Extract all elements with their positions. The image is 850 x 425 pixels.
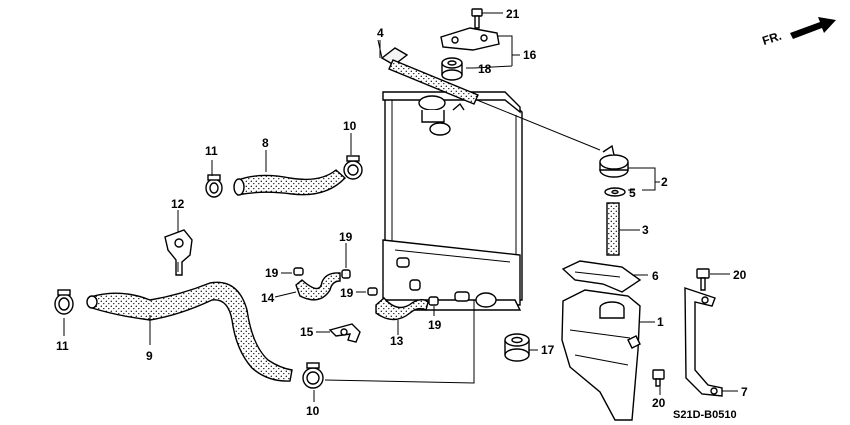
direction-label: FR. [761,29,784,48]
callout-15: 15 [300,325,314,339]
hose-stay [164,229,193,276]
callout-11-lower: 11 [56,339,69,353]
hose-clamp-10-upper [343,155,363,180]
callout-13: 13 [390,334,404,348]
hose-clamp-11-upper [205,174,223,198]
callout-4: 4 [377,26,384,40]
callout-1: 1 [657,315,664,329]
callout-10-upper: 10 [343,119,357,133]
callout-19-d: 19 [428,318,442,332]
clip-19a [293,267,304,276]
overflow-tube [377,39,601,151]
support-stay [684,287,723,397]
hose-clamp-10-lower [302,362,324,389]
callout-7: 7 [741,385,748,399]
clip-19d [428,296,439,306]
callout-20-lower: 20 [652,396,666,410]
callout-numbers: 1 2 3 4 5 6 7 8 9 10 10 11 11 12 13 14 1… [56,7,748,418]
callout-12: 12 [171,197,185,211]
reservoir-tank [561,289,641,421]
atf-hose-13 [375,297,429,321]
callout-14: 14 [261,291,275,305]
clip-19c [367,287,378,296]
atf-hose-14 [295,272,341,301]
callout-19-a: 19 [265,266,279,280]
hose-clip-15 [328,323,361,343]
callout-17: 17 [541,343,555,357]
lower-hose [86,281,293,382]
leader-lines [63,12,738,402]
radiator-outlet-pipes [396,257,497,308]
bolt-20-lower [652,369,665,387]
callout-3: 3 [642,223,649,237]
upper-hose [233,169,347,196]
bolt-20-upper [696,268,710,291]
leader-lower-hose [324,300,475,384]
callout-8: 8 [262,136,269,150]
hose-clamp-11-lower [54,289,74,315]
callout-11-upper: 11 [205,144,218,158]
callout-19-c: 19 [340,286,354,300]
washer-5 [604,187,626,197]
upper-bracket [440,27,500,51]
rubber-mount-17 [504,333,530,362]
callout-21: 21 [506,7,520,21]
clip-19b [341,269,351,279]
reservoir-bracket [561,260,642,293]
callout-10-lower: 10 [306,404,320,418]
reference-code: S21D-B0510 [673,409,737,421]
callout-18: 18 [478,62,492,76]
front-direction-indicator: FR. [761,17,836,48]
callout-20-upper: 20 [733,268,747,282]
callout-16: 16 [523,48,537,62]
callout-9: 9 [146,349,153,363]
callout-19-b: 19 [339,230,353,244]
reservoir-tube-3 [606,202,620,256]
callout-2: 2 [661,175,668,189]
callout-6: 6 [652,269,659,283]
arrow-right-icon [790,17,836,39]
radiator-cap [418,95,451,136]
rubber-mount-18 [441,57,463,81]
bolt-21 [471,8,483,29]
callout-5: 5 [629,186,636,200]
radiator [382,91,523,311]
reservoir-cap [599,144,629,178]
